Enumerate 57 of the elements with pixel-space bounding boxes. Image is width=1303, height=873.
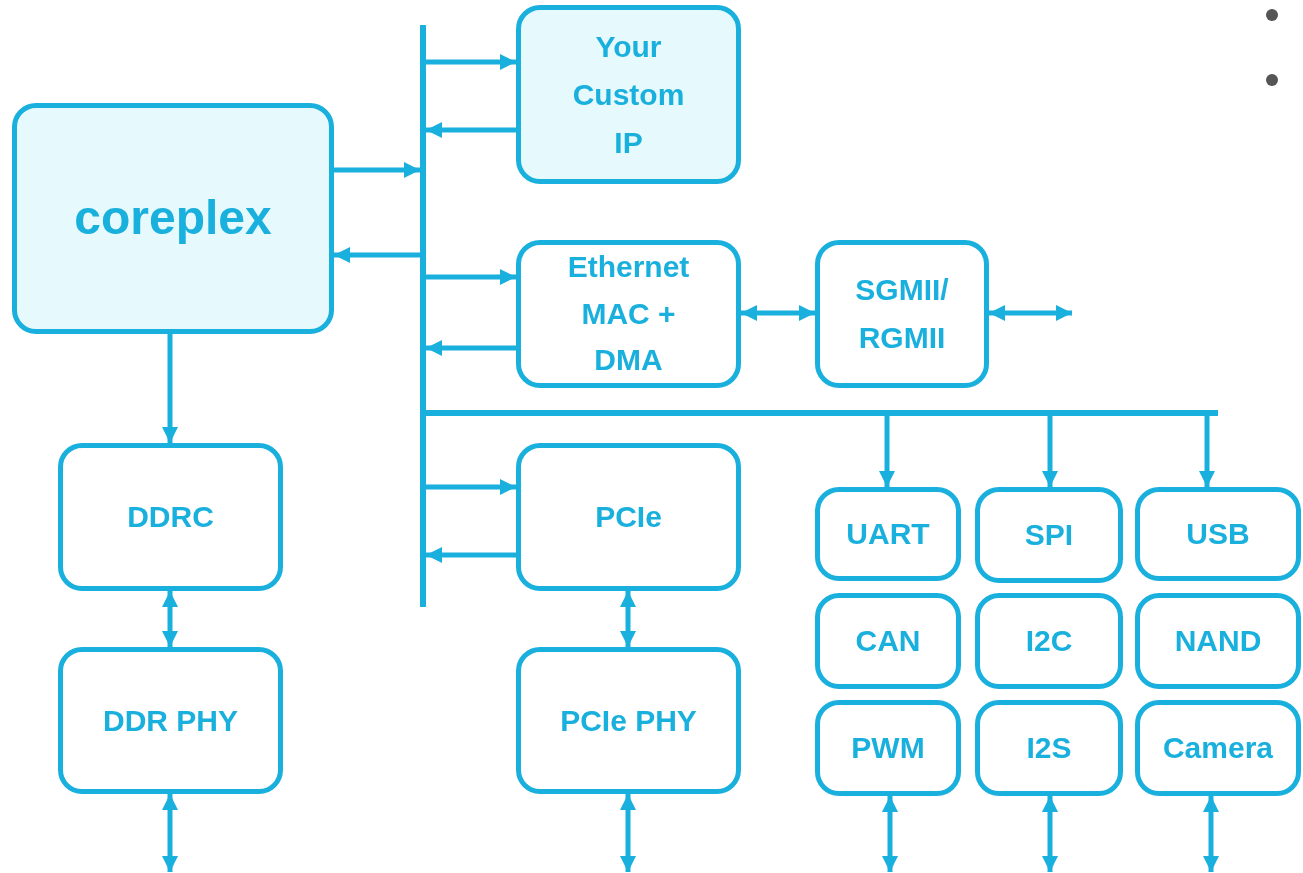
block-label: SPI [1024,517,1074,553]
block-label: Your Custom IP [571,28,686,161]
arrow [620,591,636,647]
block-box [516,443,741,591]
arrow [162,794,178,872]
block-box [516,647,741,794]
arrow [426,479,516,495]
arrow [426,547,516,563]
block-box [58,443,283,591]
arrow [620,794,636,872]
block-label: UART [846,516,930,552]
block-box [815,240,989,388]
block-label: I2S [1026,730,1072,766]
block-box [815,700,961,796]
block-label: PCIe [595,499,662,535]
arrow [426,54,516,70]
block-box [815,487,961,581]
arrow [741,305,815,321]
arrow [1199,416,1215,487]
arrow [1042,416,1058,487]
block-box [1135,487,1301,581]
block-label: I2C [1025,623,1073,659]
block-box [1135,700,1301,796]
block-box [516,240,741,388]
arrow [1042,796,1058,872]
arrow [879,416,895,487]
arrow [882,796,898,872]
block-box [58,647,283,794]
block-label: DDR PHY [103,702,238,739]
block-label: coreplex [74,190,272,247]
arrow [989,305,1072,321]
block-box [975,593,1123,689]
block-label: NAND [1174,623,1262,659]
arrow [1203,796,1219,872]
block-label: PWM [851,730,925,766]
arrow [162,591,178,647]
arrow [334,247,420,263]
block-box [516,5,741,184]
block-label: USB [1186,516,1250,552]
arrow [426,269,516,285]
block-label: Ethernet MAC + DMA [566,249,691,379]
bus-bar [426,410,1218,416]
block-box [12,103,334,334]
block-label: DDRC [127,499,214,535]
arrow [426,122,516,138]
block-box [975,700,1123,796]
block-label: SGMII/ RGMII [854,272,950,356]
arrow [162,334,178,443]
arrow [426,340,516,356]
block-box [815,593,961,689]
block-box [1135,593,1301,689]
block-box [975,487,1123,583]
arrow [334,162,420,178]
block-label: PCIe PHY [560,702,697,739]
block-label: CAN [855,623,921,659]
block-label: Camera [1162,730,1274,766]
bus-bar [420,25,426,607]
